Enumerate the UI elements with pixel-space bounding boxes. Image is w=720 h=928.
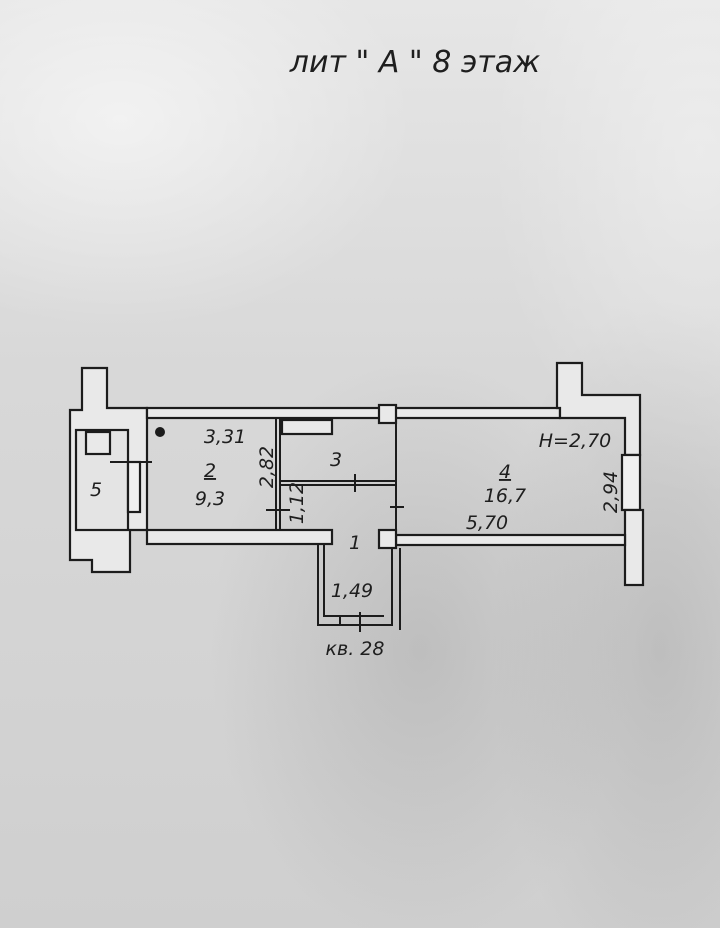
column <box>377 403 398 425</box>
dim-room4-length: 5,70 <box>466 512 508 534</box>
room-1-number: 1 <box>349 532 361 554</box>
room-3-number: 3 <box>330 449 342 471</box>
balcony-fixture <box>84 430 112 456</box>
apartment-label: кв. 28 <box>326 638 385 660</box>
dim-room2-width: 3,31 <box>204 426 246 448</box>
dim-room4-width: 2,94 <box>600 471 622 513</box>
bottom-wall-right <box>394 533 627 547</box>
room-4-number: 4 <box>499 461 511 483</box>
top-wall <box>145 406 562 420</box>
partition-2-3 <box>275 418 281 530</box>
room-2-number: 2 <box>204 460 216 482</box>
dim-hall-width: 1,12 <box>286 482 308 524</box>
ceiling-height: Н=2,70 <box>539 430 612 452</box>
window-right <box>620 453 642 512</box>
riser-pipe-icon <box>155 427 165 437</box>
room-4-area: 16,7 <box>484 485 526 507</box>
column-lower <box>377 528 398 550</box>
plan-title: лит " А " 8 этаж <box>289 45 540 80</box>
dim-entry-width: 1,49 <box>331 580 373 602</box>
entry-door-lines <box>339 548 401 632</box>
dim-room2-depth: 2,82 <box>256 446 278 488</box>
bottom-wall-left <box>145 528 334 546</box>
window-left <box>126 460 142 514</box>
door-marks <box>110 461 404 511</box>
entry-corridor <box>317 544 393 626</box>
right-lower-wall <box>623 508 645 587</box>
walls <box>68 361 645 632</box>
room-2-area: 9,3 <box>195 488 225 510</box>
room-5-number: 5 <box>90 479 102 501</box>
partition-3-1 <box>280 480 396 486</box>
closet-shelf <box>280 418 334 436</box>
